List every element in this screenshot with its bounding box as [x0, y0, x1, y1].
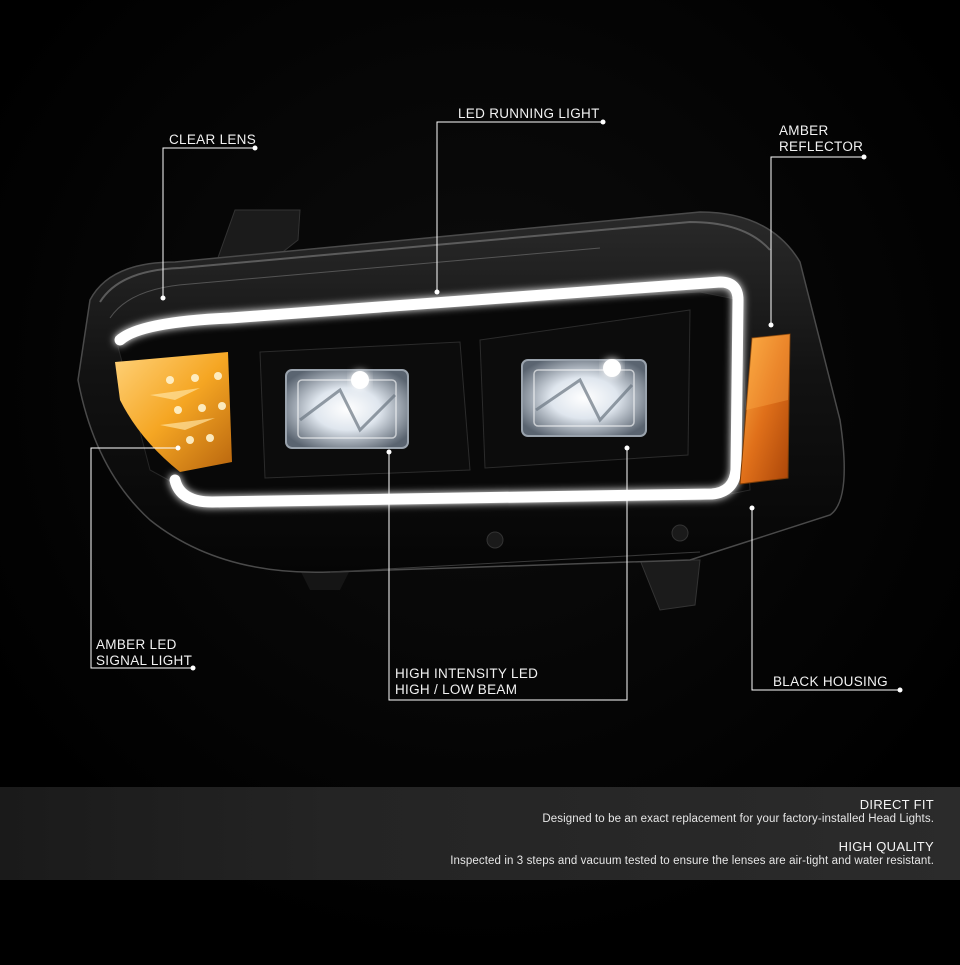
callout-high-intensity-led: HIGH INTENSITY LED HIGH / LOW BEAM: [395, 666, 538, 698]
callout-led-running-light-text: LED RUNNING LIGHT: [458, 106, 600, 121]
feature-info-bar: DIRECT FIT Designed to be an exact repla…: [0, 787, 960, 880]
callout-leader-lines: [90, 121, 900, 701]
callout-amber-reflector-line2: REFLECTOR: [779, 139, 864, 154]
led-running-light: [114, 276, 744, 508]
feature-desc-direct-fit: Designed to be an exact replacement for …: [542, 813, 934, 825]
callout-amber-led-signal: AMBER LED SIGNAL LIGHT: [96, 637, 192, 669]
callout-high-intensity-led-line1: HIGH INTENSITY LED: [395, 666, 539, 681]
callout-amber-reflector: AMBER REFLECTOR: [779, 123, 863, 155]
callout-clear-lens: CLEAR LENS: [169, 132, 256, 148]
amber-reflector: [739, 333, 791, 485]
callout-led-running-light: LED RUNNING LIGHT: [458, 106, 600, 122]
callout-clear-lens-text: CLEAR LENS: [169, 132, 257, 147]
amber-led-signal-light: [115, 352, 232, 472]
callout-high-intensity-led-line2: HIGH / LOW BEAM: [395, 682, 518, 697]
high-low-beam-leds: [285, 359, 647, 449]
callout-amber-led-signal-line2: SIGNAL LIGHT: [96, 653, 193, 668]
callout-amber-reflector-line1: AMBER: [779, 123, 829, 138]
callout-black-housing-text: BLACK HOUSING: [773, 674, 888, 689]
feature-title-direct-fit: DIRECT FIT: [859, 797, 934, 812]
callout-amber-led-signal-line1: AMBER LED: [96, 637, 177, 652]
feature-title-high-quality: HIGH QUALITY: [838, 839, 934, 854]
feature-desc-high-quality: Inspected in 3 steps and vacuum tested t…: [450, 855, 934, 867]
callout-black-housing: BLACK HOUSING: [773, 674, 888, 690]
